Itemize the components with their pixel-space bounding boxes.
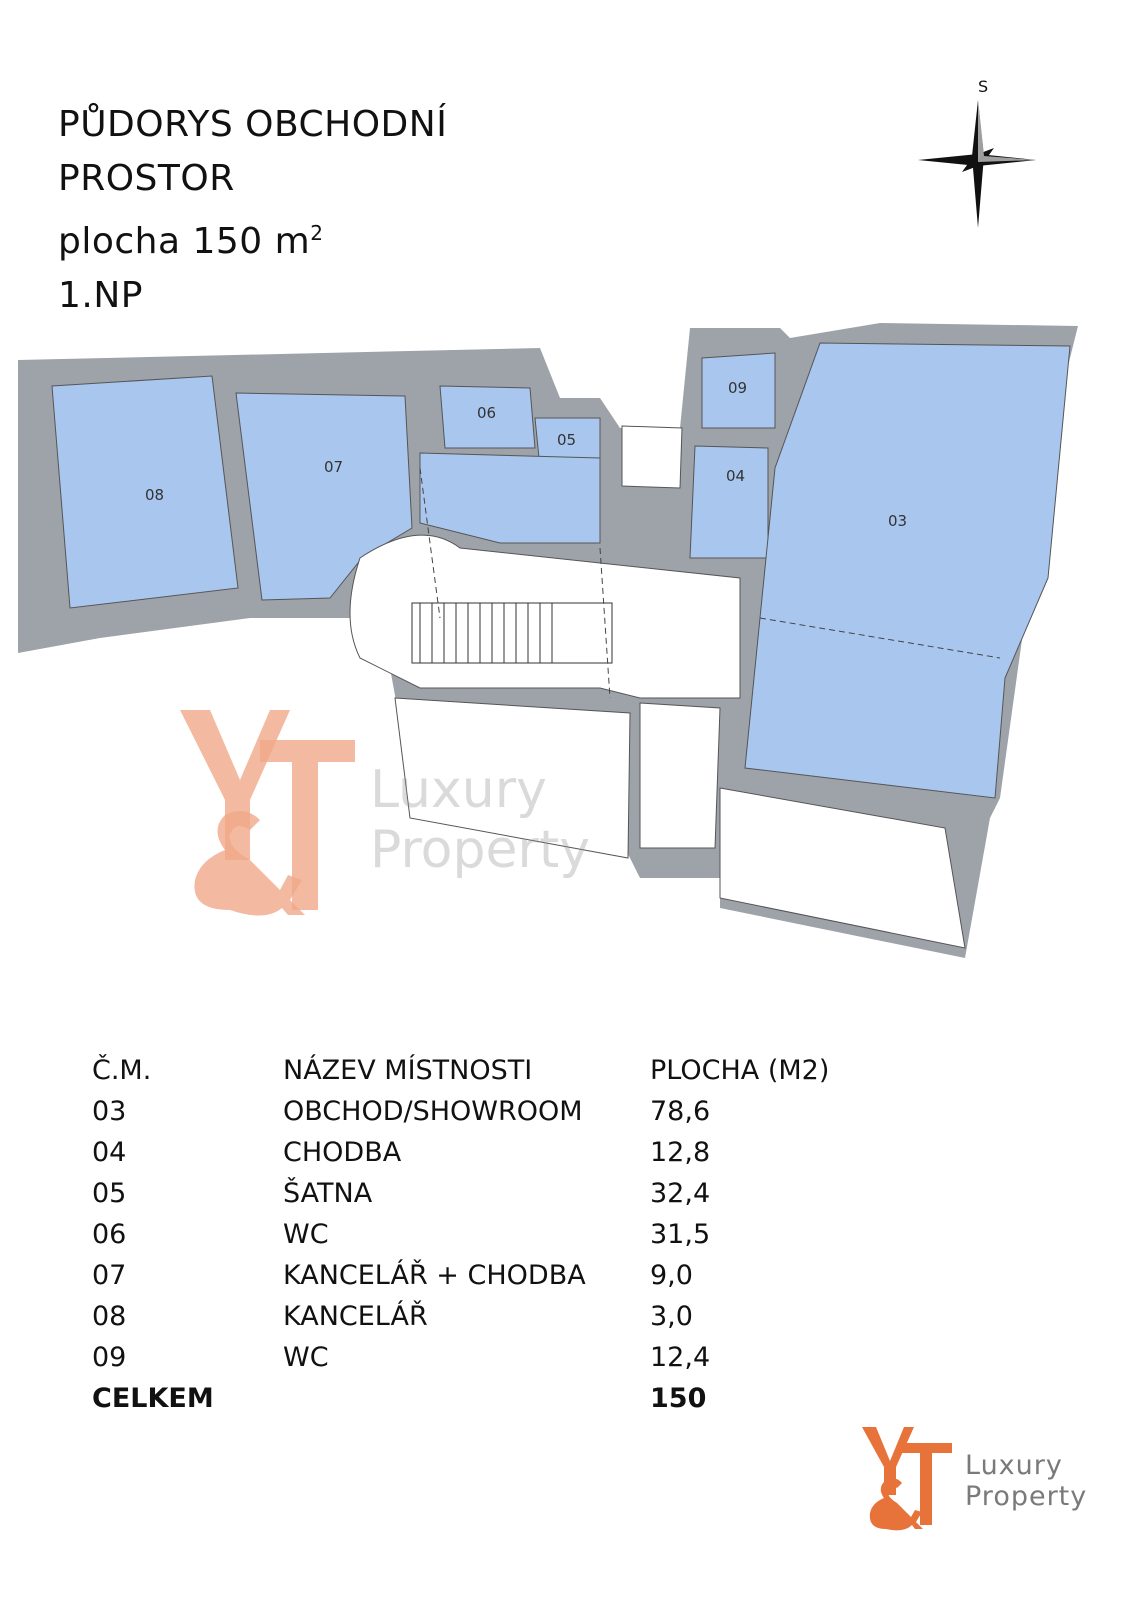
- room-03: [744, 342, 1071, 799]
- cell-room-name: WC: [283, 1219, 329, 1250]
- title-line-4: 1.NP: [58, 275, 143, 316]
- cell-area: 3,0: [650, 1301, 693, 1332]
- cell-area: 12,8: [650, 1137, 711, 1168]
- cell-room-name: ŠATNA: [283, 1178, 373, 1209]
- room-label-03: 03: [888, 512, 907, 530]
- table-row: 08 KANCELÁŘ 3,0: [92, 1296, 892, 1337]
- cell-area: 12,4: [650, 1342, 711, 1373]
- cell-number: 06: [92, 1219, 127, 1250]
- lower-room-right: [719, 787, 966, 949]
- table-total-row: CELKEM 150: [92, 1378, 892, 1419]
- staircase: [411, 602, 613, 664]
- table-row: 07 KANCELÁŘ + CHODBA 9,0: [92, 1255, 892, 1296]
- title-line-1: PŮDORYS OBCHODNÍ: [58, 104, 448, 145]
- cell-room-name: OBCHOD/SHOWROOM: [283, 1096, 583, 1127]
- title-line-3: plocha 150 m2: [58, 206, 447, 269]
- watermark-logo: [180, 710, 355, 916]
- room-label-09: 09: [728, 379, 747, 397]
- total-value: 150: [650, 1383, 707, 1414]
- logo-text: Luxury Property: [965, 1450, 1087, 1512]
- header-area: PLOCHA (M2): [650, 1055, 830, 1086]
- cell-room-name: KANCELÁŘ: [283, 1301, 428, 1332]
- company-logo: [862, 1427, 952, 1531]
- watermark-text: Luxury Property: [370, 760, 590, 880]
- room-09: [701, 352, 776, 429]
- logo-line-1: Luxury: [965, 1450, 1063, 1481]
- room-label-06: 06: [477, 404, 496, 422]
- cell-room-name: KANCELÁŘ + CHODBA: [283, 1260, 586, 1291]
- watermark-line-2: Property: [370, 820, 591, 880]
- header-number: Č.M.: [92, 1055, 152, 1086]
- lower-room-left: [394, 697, 631, 859]
- cell-area: 78,6: [650, 1096, 711, 1127]
- watermark-line-1: Luxury: [370, 760, 547, 820]
- cell-room-name: CHODBA: [283, 1137, 402, 1168]
- cell-area: 32,4: [650, 1178, 711, 1209]
- area-text: plocha 150 m: [58, 221, 311, 262]
- header-room-name: NÁZEV MÍSTNOSTI: [283, 1055, 533, 1086]
- total-label: CELKEM: [92, 1383, 214, 1414]
- room-08: [51, 375, 239, 609]
- table-row: 03 OBCHOD/SHOWROOM 78,6: [92, 1091, 892, 1132]
- room-06: [439, 385, 536, 449]
- cell-area: 31,5: [650, 1219, 711, 1250]
- cell-number: 03: [92, 1096, 127, 1127]
- table-header: Č.M. NÁZEV MÍSTNOSTI PLOCHA (M2): [92, 1050, 892, 1091]
- logo-line-2: Property: [965, 1481, 1088, 1512]
- table-row: 06 WC 31,5: [92, 1214, 892, 1255]
- table-row: 09 WC 12,4: [92, 1337, 892, 1378]
- cell-number: 07: [92, 1260, 127, 1291]
- area-superscript: 2: [310, 221, 324, 245]
- shaft: [621, 425, 683, 489]
- compass-icon: S: [918, 78, 1036, 228]
- cell-area: 9,0: [650, 1260, 693, 1291]
- room-label-04: 04: [726, 467, 745, 485]
- table-row: 04 CHODBA 12,8: [92, 1132, 892, 1173]
- cell-number: 08: [92, 1301, 127, 1332]
- cell-room-name: WC: [283, 1342, 329, 1373]
- title-line-2: PROSTOR: [58, 158, 235, 199]
- table-row: 05 ŠATNA 32,4: [92, 1173, 892, 1214]
- cell-number: 05: [92, 1178, 127, 1209]
- floor-plan: 08 07 06 05 09 04 03: [18, 323, 1078, 958]
- room-04: [689, 445, 769, 559]
- room-05-corridor: [419, 452, 601, 544]
- room-label-05: 05: [557, 431, 576, 449]
- compass-label: S: [978, 78, 988, 96]
- cell-number: 09: [92, 1342, 127, 1373]
- plan-title: PŮDORYS OBCHODNÍ PROSTOR plocha 150 m2 1…: [58, 98, 447, 323]
- room-label-08: 08: [145, 486, 164, 504]
- cell-number: 04: [92, 1137, 127, 1168]
- lower-corridor: [639, 702, 721, 849]
- room-table: Č.M. NÁZEV MÍSTNOSTI PLOCHA (M2) 03 OBCH…: [92, 1050, 892, 1419]
- room-label-07: 07: [324, 458, 343, 476]
